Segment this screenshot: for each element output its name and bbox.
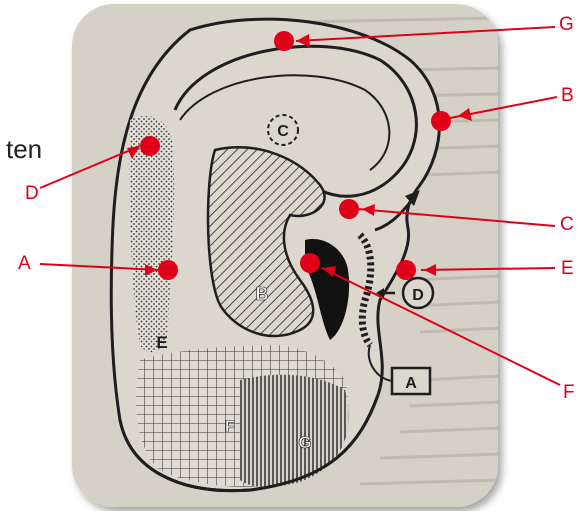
marker-dot-e <box>396 260 416 280</box>
marker-label-g: G <box>559 14 574 36</box>
marker-label-f: F <box>563 382 575 404</box>
marker-label-b: B <box>561 85 574 107</box>
ear-label-g: G <box>298 433 311 452</box>
marker-dot-c <box>339 199 359 219</box>
marker-label-a: A <box>18 253 31 275</box>
ear-label-d: D <box>412 287 424 304</box>
marker-dot-f <box>300 253 320 273</box>
marker-label-c: C <box>560 214 574 236</box>
marker-dot-d <box>140 136 160 156</box>
ear-label-f: F <box>225 417 235 436</box>
marker-dot-b <box>431 111 451 131</box>
marker-dot-g <box>274 31 294 51</box>
ear-label-e: E <box>156 333 167 352</box>
ear-label-c: C <box>277 123 289 140</box>
marker-dot-a <box>158 260 178 280</box>
ear-label-a: A <box>405 375 417 392</box>
ear-label-b: B <box>256 284 269 304</box>
marker-label-e: E <box>561 258 574 280</box>
side-text-fragment: ten <box>6 134 42 165</box>
marker-label-d: D <box>25 183 39 205</box>
